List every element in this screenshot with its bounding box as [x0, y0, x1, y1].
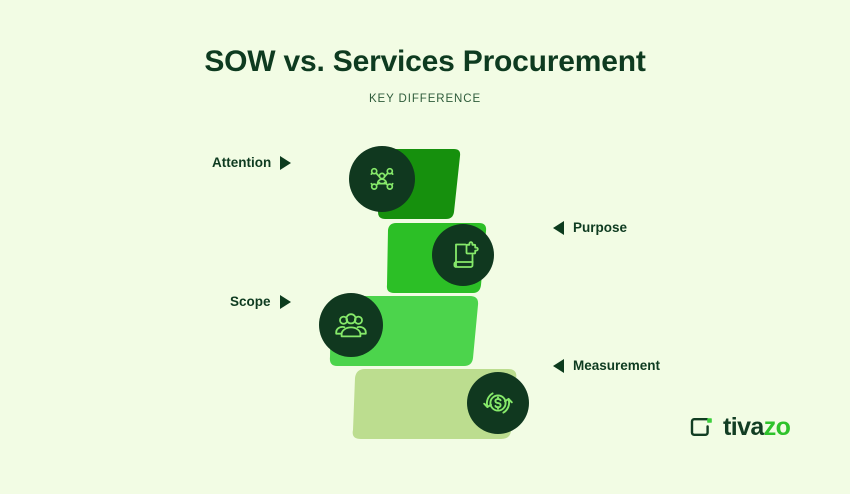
brand-logo: tivazo [688, 412, 791, 441]
triangle-right-icon [280, 155, 292, 170]
triangle-right-icon [279, 294, 291, 309]
page-subtitle: KEY DIFFERENCE [368, 93, 482, 106]
funnel-icon-badge-1 [349, 146, 415, 212]
header: SOW vs. Services Procurement KEY DIFFERE… [0, 44, 850, 105]
funnel-label-scope: Scope [230, 294, 291, 309]
funnel-label-text-4: Measurement [573, 358, 661, 373]
document-puzzle-icon [444, 236, 482, 274]
triangle-left-icon [553, 220, 564, 235]
funnel-label-attention: Attention [212, 155, 292, 170]
network-person-icon [362, 159, 402, 199]
tivazo-bracket-icon [688, 414, 714, 440]
funnel-label-text-2: Purpose [573, 220, 628, 235]
logo-text-accent: zo [763, 412, 791, 441]
people-group-icon [331, 305, 371, 345]
logo-text-primary: tiva [723, 412, 764, 441]
funnel-label-text-1: Attention [212, 155, 272, 170]
funnel-label-measurement: Measurement [553, 358, 660, 373]
page-title: SOW vs. Services Procurement [204, 45, 646, 78]
dollar-refresh-icon [479, 384, 517, 422]
triangle-left-icon [553, 358, 564, 373]
funnel-icon-badge-2 [432, 224, 494, 286]
funnel-icon-badge-3 [319, 293, 383, 357]
logo-wordmark: tivazo [723, 412, 791, 441]
funnel-label-purpose: Purpose [553, 220, 627, 235]
funnel-label-text-3: Scope [230, 294, 271, 309]
funnel-icon-badge-4 [467, 372, 529, 434]
